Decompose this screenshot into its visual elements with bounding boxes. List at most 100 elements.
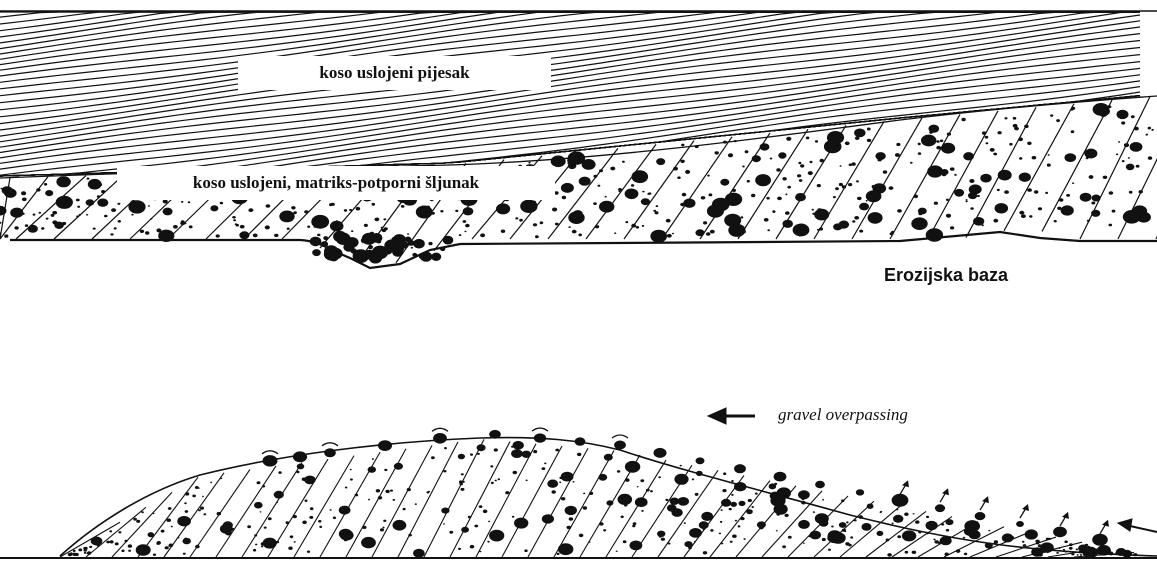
bar-clast <box>661 538 665 541</box>
gravel-clast <box>351 230 353 232</box>
gravel-clast <box>680 160 684 163</box>
gravel-clast <box>496 203 510 214</box>
bar-clast <box>106 541 110 544</box>
bar-clast <box>262 485 265 487</box>
gravel-clast <box>610 167 615 171</box>
gravel-clast <box>819 227 823 230</box>
bar-clast <box>526 480 528 482</box>
gravel-clast <box>961 118 965 121</box>
bar-clast <box>408 534 412 537</box>
gravel-clast <box>605 196 607 198</box>
gravel-clast <box>46 218 49 220</box>
bar-clast <box>505 491 509 494</box>
bar-clast <box>1025 529 1038 539</box>
bar-clast <box>153 513 155 515</box>
bar-clast <box>886 539 890 542</box>
gravel-clast <box>382 229 387 233</box>
erosional-base-line <box>10 232 1157 268</box>
gravel-clast <box>1080 193 1092 202</box>
bar-clast <box>689 528 702 538</box>
bar-clast <box>720 521 723 523</box>
bar-clast <box>109 530 112 532</box>
gravel-clast <box>841 223 846 227</box>
bar-clast <box>1023 544 1027 547</box>
gravel-clast <box>407 233 409 235</box>
gravel-clast <box>857 197 862 200</box>
saltation-arrowhead <box>1062 512 1069 519</box>
sand-cross-bedding <box>0 11 1157 176</box>
bar-clast <box>512 516 515 518</box>
bar-clast <box>897 535 901 538</box>
gravel-clast <box>411 247 413 249</box>
gravel-clast <box>918 208 927 215</box>
gravel-clast <box>76 215 78 217</box>
bar-clast <box>296 471 299 473</box>
gravel-clast <box>519 219 523 222</box>
gravel-clast <box>156 228 161 232</box>
bar-clast <box>318 520 321 523</box>
gravel-clast <box>896 143 900 146</box>
bar-clast <box>1080 554 1082 556</box>
bar-clast <box>844 531 846 533</box>
bar-clast <box>723 472 726 475</box>
gravel-clast <box>656 158 665 165</box>
gravel-clast <box>632 170 649 183</box>
bar-clast <box>743 538 745 540</box>
bar-clast <box>926 521 938 530</box>
bar-clast <box>443 523 445 524</box>
bar-clast <box>1069 543 1073 546</box>
bar-clast <box>621 516 624 519</box>
bar-clast <box>385 490 389 493</box>
gravel-clast <box>1133 205 1148 216</box>
bar-clast <box>542 467 546 470</box>
gravel-clast <box>890 232 894 235</box>
gravel-clast <box>764 218 769 222</box>
bar-clast <box>1048 538 1051 540</box>
gravel-clast <box>118 220 121 223</box>
gravel-clast <box>614 232 616 234</box>
gravel-clast <box>86 214 88 216</box>
gravel-clast <box>997 189 1000 191</box>
scour-clast <box>312 249 321 256</box>
bar-clast <box>210 482 212 484</box>
gravel-clast <box>993 153 997 156</box>
gravel-clast <box>785 211 790 215</box>
gravel-clast <box>787 186 791 189</box>
bar-clast <box>217 512 222 516</box>
bar-clast <box>657 531 665 537</box>
gravel-clast <box>859 203 869 211</box>
gravel-clast <box>561 183 574 193</box>
gravel-clast <box>95 182 100 186</box>
gravel-clast <box>1014 127 1019 131</box>
gravel-clast <box>409 202 413 205</box>
gravel-clast <box>715 151 719 154</box>
gravel-clast <box>1057 207 1061 210</box>
bar-clast <box>719 533 721 535</box>
gravel-clast <box>52 211 57 215</box>
surface-clast <box>975 512 986 520</box>
gravel-clast <box>1034 190 1038 193</box>
bar-clast <box>946 529 949 532</box>
gravel-clast <box>568 226 570 228</box>
gravel-clast <box>28 225 38 233</box>
gravel-clast <box>910 162 913 164</box>
gravel-clast <box>921 135 936 147</box>
gravel-clast <box>1009 143 1012 146</box>
bar-clast <box>635 497 648 507</box>
bar-clast <box>333 517 336 520</box>
gravel-clast <box>985 136 989 139</box>
gravel-clast <box>336 220 338 222</box>
gravel-clast <box>540 221 544 224</box>
scour-clast <box>310 237 322 247</box>
bar-clast <box>254 502 263 509</box>
bar-clast <box>340 530 354 541</box>
bar-clast <box>84 552 87 554</box>
gravel-clast <box>631 184 634 187</box>
bar-clast <box>444 447 447 449</box>
gravel-clast <box>966 201 968 203</box>
gravel-clast <box>1005 117 1008 119</box>
gravel-clast <box>76 199 80 202</box>
bar-clast <box>813 511 815 513</box>
bar-clast <box>558 543 573 555</box>
